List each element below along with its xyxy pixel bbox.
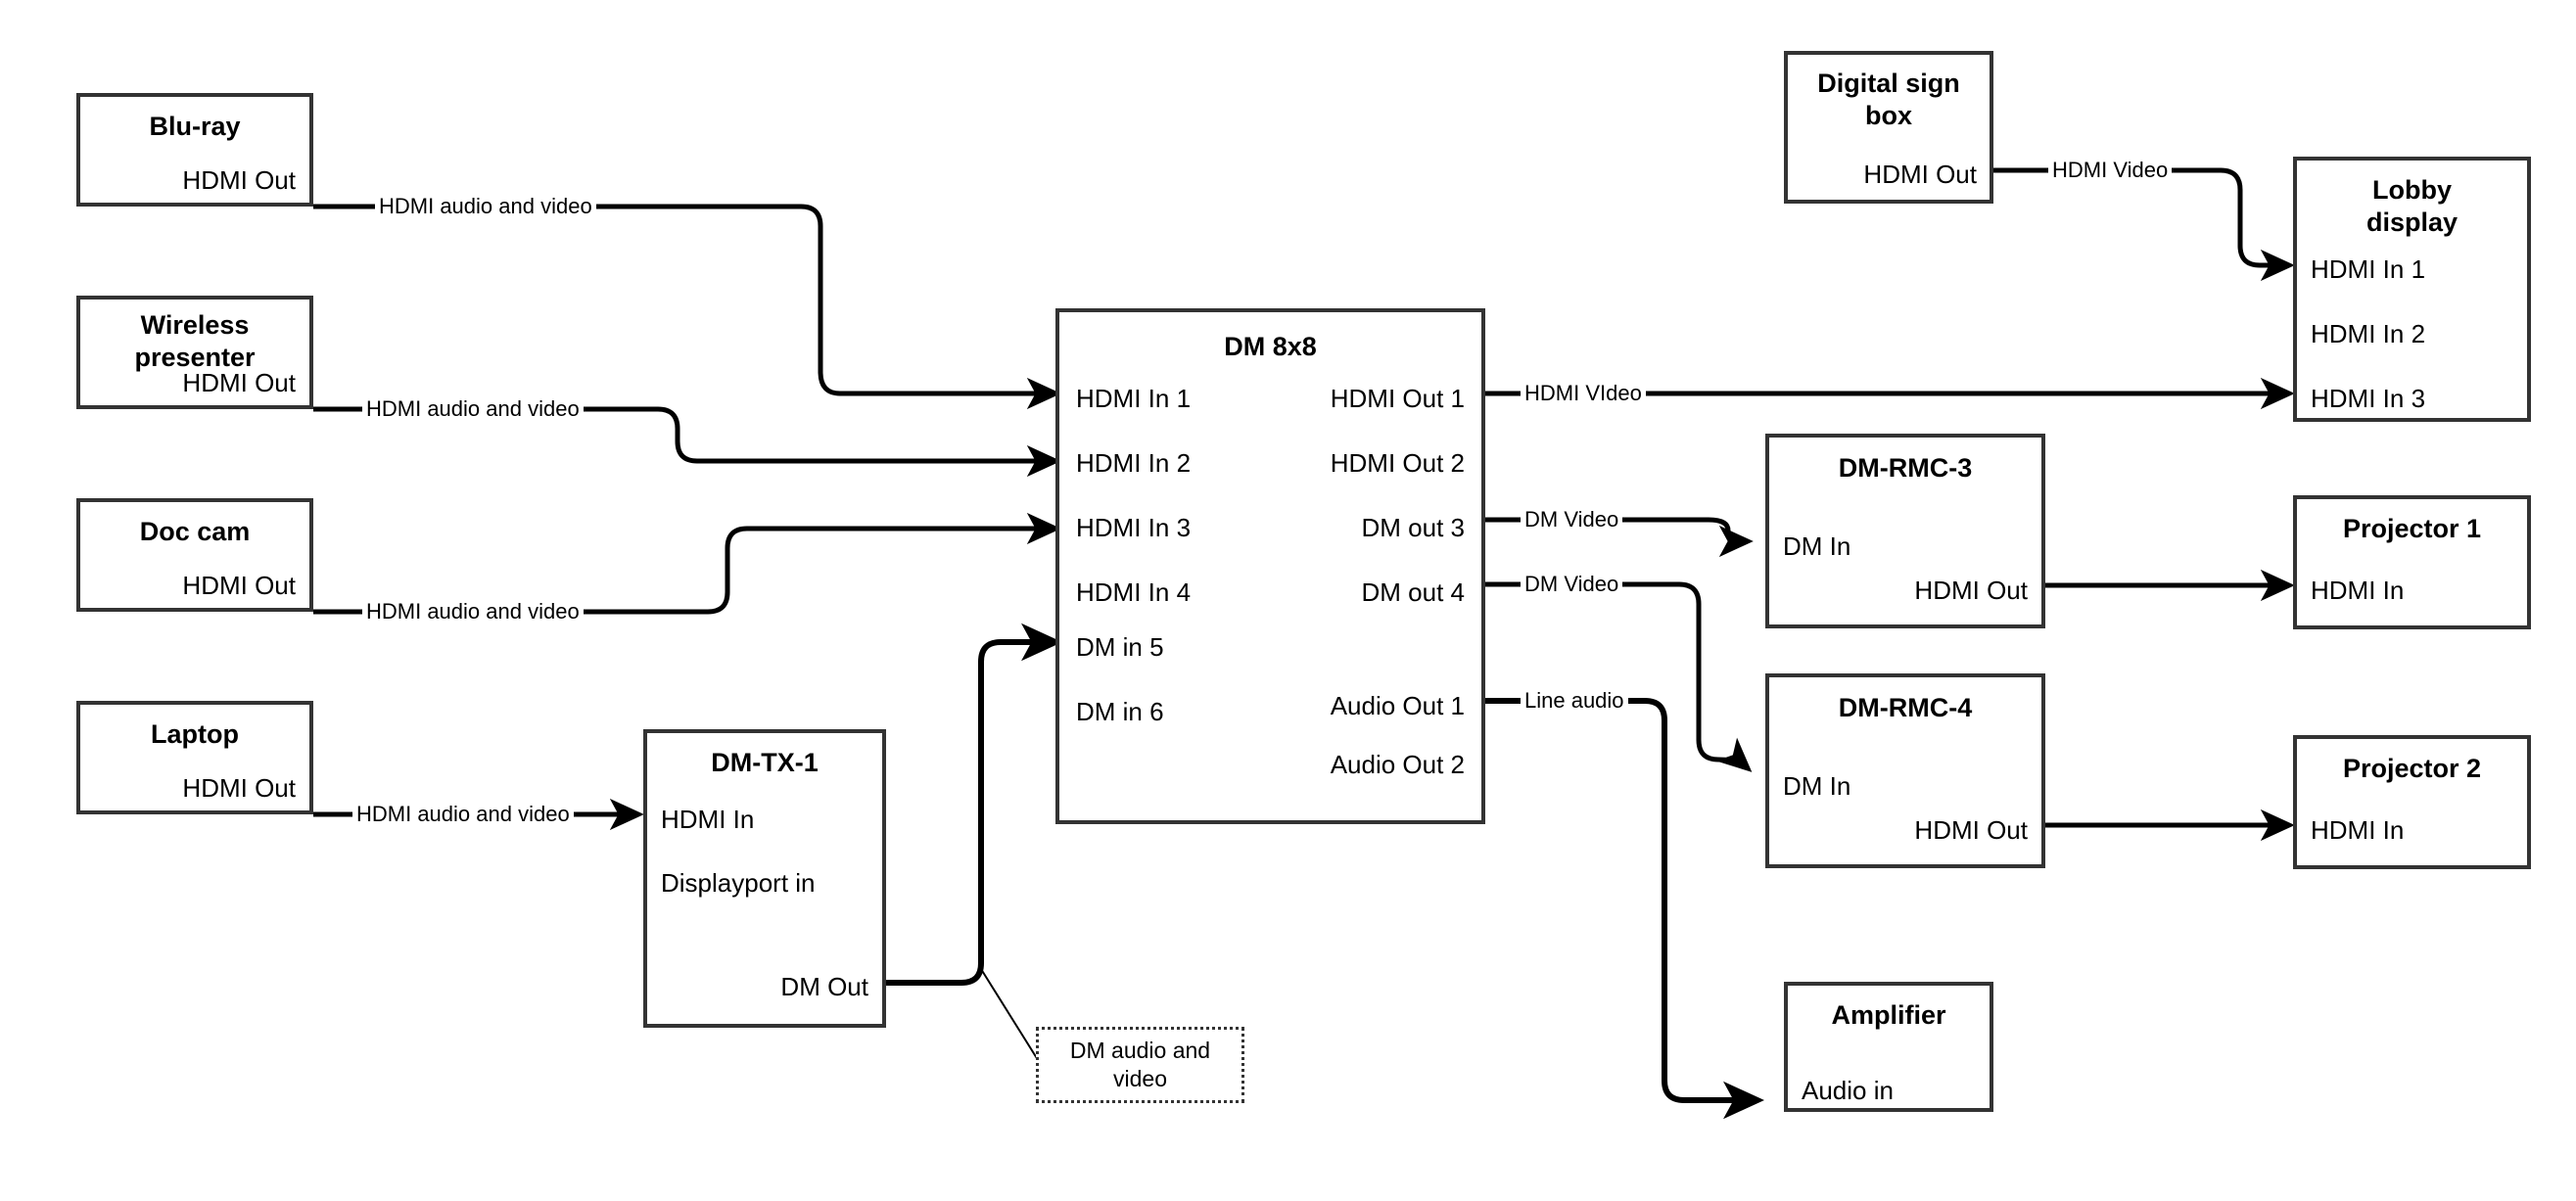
lobby-display-port-hdmi-in-3: HDMI In 3 [2311, 384, 2426, 413]
dm-8x8-port-audio-out-1: Audio Out 1 [1330, 691, 1465, 720]
dm-8x8-port-hdmi-in-2: HDMI In 2 [1076, 448, 1192, 478]
wire-bluray-to-dm8x8 [313, 204, 1061, 410]
laptop-title: Laptop [151, 719, 239, 749]
wire-label-line-audio: Line audio [1521, 688, 1628, 714]
wire-dm8x8-out4-to-rmc4 [1485, 581, 1753, 772]
node-amplifier[interactable]: Amplifier Audio in [1784, 982, 1993, 1112]
dm-8x8-title: DM 8x8 [1224, 332, 1317, 361]
node-wireless-presenter[interactable]: Wireless presenter HDMI Out [76, 296, 313, 409]
dm-tx-1-port-hdmi-in: HDMI In [661, 805, 755, 834]
doc-cam-port-hdmi-out: HDMI Out [182, 571, 296, 601]
digital-sign-box-title-line1: Digital sign [1817, 69, 1960, 98]
node-dm-rmc-3[interactable]: DM-RMC-3 DM In HDMI Out [1765, 434, 2045, 628]
dm-8x8-port-dm-in-6: DM in 6 [1076, 697, 1164, 726]
wire-label-laptop: HDMI audio and video [352, 802, 574, 827]
wire-label-doccam: HDMI audio and video [362, 599, 584, 624]
node-dm-8x8[interactable]: DM 8x8 HDMI In 1 HDMI In 2 HDMI In 3 HDM… [1055, 308, 1485, 824]
node-dm-rmc-4[interactable]: DM-RMC-4 DM In HDMI Out [1765, 673, 2045, 868]
wireless-presenter-port-hdmi-out: HDMI Out [182, 368, 296, 398]
wire-label-dm-video-3: DM Video [1521, 507, 1623, 532]
wire-sign-to-lobby [1993, 167, 2295, 282]
dm-tx-1-port-displayport-in: Displayport in [661, 868, 816, 898]
wire-dmtx-to-dm8x8 [886, 623, 1062, 986]
dm-rmc-4-title: DM-RMC-4 [1838, 693, 1973, 722]
dm-rmc-3-port-hdmi-out: HDMI Out [1914, 576, 2028, 605]
wireless-presenter-title-line2: presenter [134, 343, 256, 372]
node-doc-cam[interactable]: Doc cam HDMI Out [76, 498, 313, 612]
dm-rmc-4-port-hdmi-out: HDMI Out [1914, 815, 2028, 845]
laptop-port-hdmi-out: HDMI Out [182, 773, 296, 804]
dm-8x8-port-dm-in-5: DM in 5 [1076, 632, 1164, 662]
lobby-display-port-hdmi-in-1: HDMI In 1 [2311, 254, 2426, 284]
dm-8x8-port-hdmi-in-1: HDMI In 1 [1076, 384, 1192, 413]
projector-1-title: Projector 1 [2342, 514, 2482, 543]
lobby-display-port-hdmi-in-2: HDMI In 2 [2311, 319, 2426, 348]
dm-8x8-port-audio-out-2: Audio Out 2 [1330, 750, 1465, 779]
node-digital-sign-box[interactable]: Digital sign box HDMI Out [1784, 51, 1993, 204]
lobby-display-title-line2: display [2365, 208, 2459, 237]
lobby-display-title-line1: Lobby [2372, 175, 2452, 205]
node-projector-1[interactable]: Projector 1 HDMI In [2293, 495, 2531, 629]
projector-2-port-hdmi-in: HDMI In [2311, 815, 2405, 845]
amplifier-port-audio-in: Audio in [1802, 1076, 1894, 1105]
dm-rmc-3-port-dm-in: DM In [1783, 531, 1851, 561]
wireless-presenter-title-line1: Wireless [140, 310, 250, 340]
callout-dm-audio-and-video: DM audio and video [1036, 1027, 1244, 1103]
digital-sign-box-port-hdmi-out: HDMI Out [1863, 160, 1977, 189]
node-projector-2[interactable]: Projector 2 HDMI In [2293, 735, 2531, 869]
dm-8x8-port-hdmi-in-3: HDMI In 3 [1076, 513, 1192, 542]
amplifier-title: Amplifier [1831, 1000, 1946, 1030]
dm-8x8-port-dm-out-4: DM out 4 [1361, 577, 1466, 607]
dm-rmc-3-title: DM-RMC-3 [1838, 453, 1973, 483]
dm-8x8-port-hdmi-out-1: HDMI Out 1 [1330, 384, 1465, 413]
wire-label-hdmi-video-sign: HDMI Video [2048, 158, 2173, 183]
callout-leader-line [980, 968, 1041, 1064]
digital-sign-box-title-line2: box [1864, 101, 1912, 130]
dm-rmc-4-port-dm-in: DM In [1783, 771, 1851, 801]
dm-8x8-port-hdmi-in-4: HDMI In 4 [1076, 577, 1192, 607]
doc-cam-title: Doc cam [139, 517, 251, 546]
node-blu-ray[interactable]: Blu-ray HDMI Out [76, 93, 313, 207]
wire-label-wireless: HDMI audio and video [362, 396, 584, 422]
dm-tx-1-title: DM-TX-1 [711, 748, 819, 777]
dm-8x8-port-hdmi-out-2: HDMI Out 2 [1330, 448, 1465, 478]
blu-ray-port-hdmi-out: HDMI Out [182, 165, 296, 196]
wire-label-dm-video-4: DM Video [1521, 572, 1623, 597]
node-dm-tx-1[interactable]: DM-TX-1 HDMI In Displayport in DM Out [643, 729, 886, 1028]
wire-label-hdmi-video-out1: HDMI VIdeo [1521, 381, 1646, 406]
node-lobby-display[interactable]: Lobby display HDMI In 1 HDMI In 2 HDMI I… [2293, 157, 2531, 422]
wire-dm8x8-audio1-to-amp [1485, 698, 1764, 1120]
projector-1-port-hdmi-in: HDMI In [2311, 576, 2405, 605]
node-laptop[interactable]: Laptop HDMI Out [76, 701, 313, 814]
dm-tx-1-port-dm-out: DM Out [780, 972, 868, 1001]
wire-label-bluray: HDMI audio and video [375, 194, 596, 219]
blu-ray-title: Blu-ray [149, 112, 241, 141]
projector-2-title: Projector 2 [2342, 754, 2482, 783]
dm-8x8-port-dm-out-3: DM out 3 [1361, 513, 1466, 542]
